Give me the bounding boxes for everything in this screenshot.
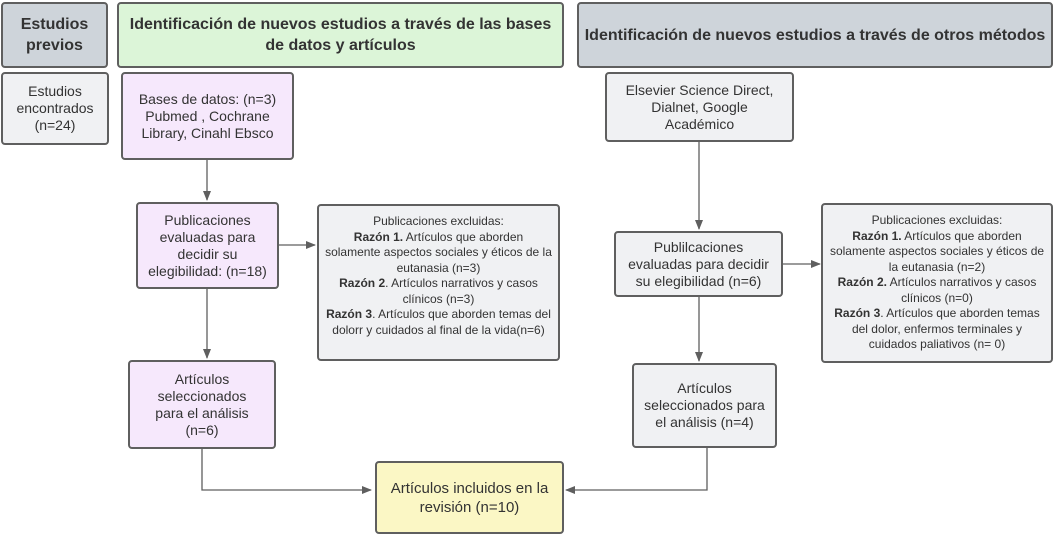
left-excluded-reason-1: Razón 1. Artículos que aborden solamente… [325, 230, 552, 277]
left-evaluated-box: Publicaciones evaluadas para decidir su … [136, 202, 279, 289]
header-previous-studies-label: Estudios previos [20, 16, 89, 54]
left-reason-2-label: Razón 2 [339, 276, 386, 290]
left-reason-2-text: . Artículos narrativos y casos clínicos … [385, 276, 538, 306]
right-reason-2-text: Artículos narrativos y casos clínicos (n… [886, 275, 1037, 305]
right-selected-box: Artículos seleccionados para el análisis… [632, 363, 777, 448]
right-reason-1-label: Razón 1. [852, 228, 902, 243]
left-reason-3-text: . Artículos que aborden temas del dolorr… [332, 307, 551, 337]
left-excluded-reason-2: Razón 2. Artículos narrativos y casos cl… [325, 276, 552, 307]
header-other-methods: Identificación de nuevos estudios a trav… [577, 2, 1053, 68]
right-excluded-title: Publicaciones excluidas: [871, 213, 1003, 227]
right-excluded-reason-3: Razón 3. Artículos que aborden temas del… [829, 306, 1045, 353]
left-reason-1-text: Artículos que aborden solamente aspectos… [325, 229, 552, 275]
final-included-box: Artículos incluidos en la revisión (n=10… [375, 461, 564, 534]
left-excluded-box: Publicaciones excluidas: Razón 1. Artícu… [317, 204, 560, 361]
right-selected-label: Artículos seleccionados para el análisis… [644, 380, 765, 430]
databases-label: Bases de datos: (n=3) Pubmed , Cochrane … [138, 90, 277, 141]
header-other-methods-label: Identificación de nuevos estudios a trav… [584, 26, 1046, 44]
right-reason-3-text: . Artículos que aborden temas del dolor,… [851, 306, 1040, 351]
left-evaluated-label: Publicaciones evaluadas para decidir su … [148, 211, 267, 279]
header-previous-studies: Estudios previos [1, 2, 108, 68]
arrow-right-selected-to-final [565, 448, 708, 494]
final-included-label: Artículos incluidos en la revisión (n=10… [390, 479, 549, 516]
left-reason-1-label: Razón 1. [353, 229, 404, 244]
right-evaluated-box: Publilcaciones evaluadas para decidir su… [614, 231, 783, 297]
other-sources-box: Elsevier Science Direct, Dialnet, Google… [605, 72, 794, 142]
left-selected-box: Artículos seleccionados para el análisis… [128, 360, 276, 449]
other-sources-label: Elsevier Science Direct, Dialnet, Google… [625, 81, 774, 132]
right-excluded-reason-2: Razón 2. Artículos narrativos y casos cl… [829, 275, 1045, 306]
right-reason-3-label: Razón 3 [834, 306, 881, 320]
right-evaluated-label: Publilcaciones evaluadas para decidir su… [628, 238, 769, 289]
databases-box: Bases de datos: (n=3) Pubmed , Cochrane … [121, 72, 294, 160]
left-excluded-title: Publicaciones excluidas: [373, 214, 504, 228]
right-excluded-reason-1: Razón 1. Artículos que aborden solamente… [829, 229, 1045, 276]
arrow-left-selected-to-final [201, 448, 372, 494]
right-reason-1-text: Artículos que aborden solamente aspectos… [829, 228, 1045, 274]
left-reason-3-label: Razón 3 [326, 307, 373, 321]
left-excluded-reason-3: Razón 3. Artículos que aborden temas del… [325, 307, 552, 338]
header-databases-label: Identificación de nuevos estudios a trav… [129, 16, 552, 54]
right-reason-2-label: Razón 2. [837, 275, 887, 289]
studies-found-label: Estudios encontrados (n=24) [16, 83, 94, 133]
header-databases: Identificación de nuevos estudios a trav… [117, 2, 564, 68]
studies-found-box: Estudios encontrados (n=24) [1, 72, 109, 145]
left-selected-label: Artículos seleccionados para el análisis… [155, 370, 249, 438]
right-excluded-box: Publicaciones excluidas: Razón 1. Artícu… [821, 203, 1053, 363]
